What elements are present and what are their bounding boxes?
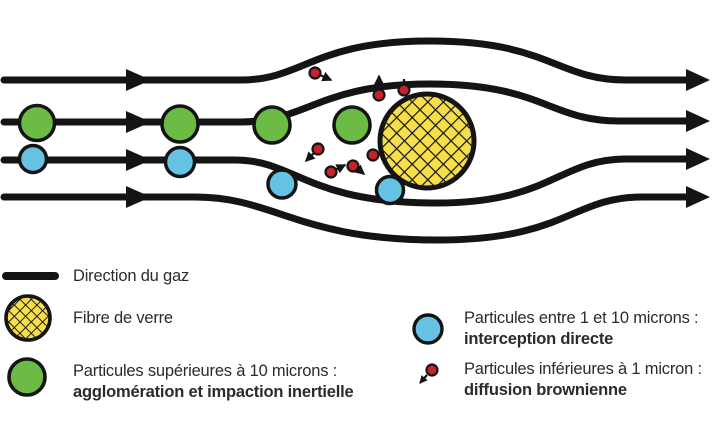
green-particle-1: [17, 103, 57, 143]
brownian-arrow-e: [335, 164, 347, 174]
glass-fiber-swatch-icon: [4, 294, 52, 342]
red-particle-f: [346, 159, 360, 173]
brownian-arrow-f: [354, 164, 366, 175]
legend-text: Particules inférieures à 1 micron :: [464, 360, 702, 378]
flow-line-3: [0, 155, 694, 207]
red-particle-a: [308, 66, 322, 80]
glass-fiber-circle: [377, 91, 477, 191]
gas-line-swatch: [2, 272, 59, 280]
brownian-arrow-a: [320, 71, 333, 82]
legend-label-small-particles: Particules inférieures à 1 micron : diff…: [464, 359, 702, 401]
legend-text-bold: interception directe: [464, 330, 614, 348]
flow-arrow-right-2: [686, 110, 710, 132]
flow-arrow-left-3: [126, 149, 151, 171]
red-particle-c: [397, 83, 411, 97]
flow-arrow-right-3: [686, 148, 710, 170]
legend-label-gas-direction: Direction du gaz: [73, 266, 189, 287]
legend-label-glass-fiber: Fibre de verre: [73, 308, 173, 329]
green-particle-2: [160, 104, 200, 144]
legend-text-bold: diffusion brownienne: [464, 381, 627, 399]
flow-arrow-left-2: [126, 111, 151, 133]
blue-particle-4: [374, 174, 406, 206]
legend-text: Fibre de verre: [73, 309, 173, 327]
red-particle-g: [366, 148, 380, 162]
small-particles-group: [304, 66, 411, 179]
blue-particle-1: [17, 143, 49, 175]
legend-text: Direction du gaz: [73, 267, 190, 285]
legend-label-medium-particles: Particules entre 1 et 10 microns : inter…: [464, 308, 699, 350]
flow-arrow-left-1: [126, 69, 151, 91]
flow-line-4: [0, 193, 694, 244]
flow-arrow-right-1: [686, 69, 710, 91]
green-particle-3: [252, 105, 292, 145]
medium-particles-group: [17, 143, 406, 206]
small-particle-swatch-icon: [419, 363, 439, 384]
brownian-arrow-d: [304, 151, 316, 163]
blue-particle-3: [266, 168, 298, 200]
red-particle-d: [311, 142, 325, 156]
red-particle-b: [372, 88, 386, 102]
legend-label-large-particles: Particules supérieures à 10 microns : ag…: [73, 361, 354, 403]
large-particles-group: [17, 103, 372, 145]
large-particle-swatch-icon: [7, 357, 47, 397]
blue-particle-2: [163, 145, 197, 179]
medium-particle-swatch-icon: [412, 313, 444, 345]
flow-line-1: [0, 37, 694, 84]
green-particle-4: [332, 105, 372, 145]
legend-text: Particules entre 1 et 10 microns :: [464, 309, 699, 327]
red-particle-e: [324, 165, 338, 179]
legend-text-bold: agglomération et impaction inertielle: [73, 383, 354, 401]
filtration-diagram: [0, 37, 710, 244]
flow-arrow-left-4: [126, 186, 151, 208]
legend-text: Particules supérieures à 10 microns :: [73, 362, 338, 380]
flow-arrow-right-4: [686, 186, 710, 208]
